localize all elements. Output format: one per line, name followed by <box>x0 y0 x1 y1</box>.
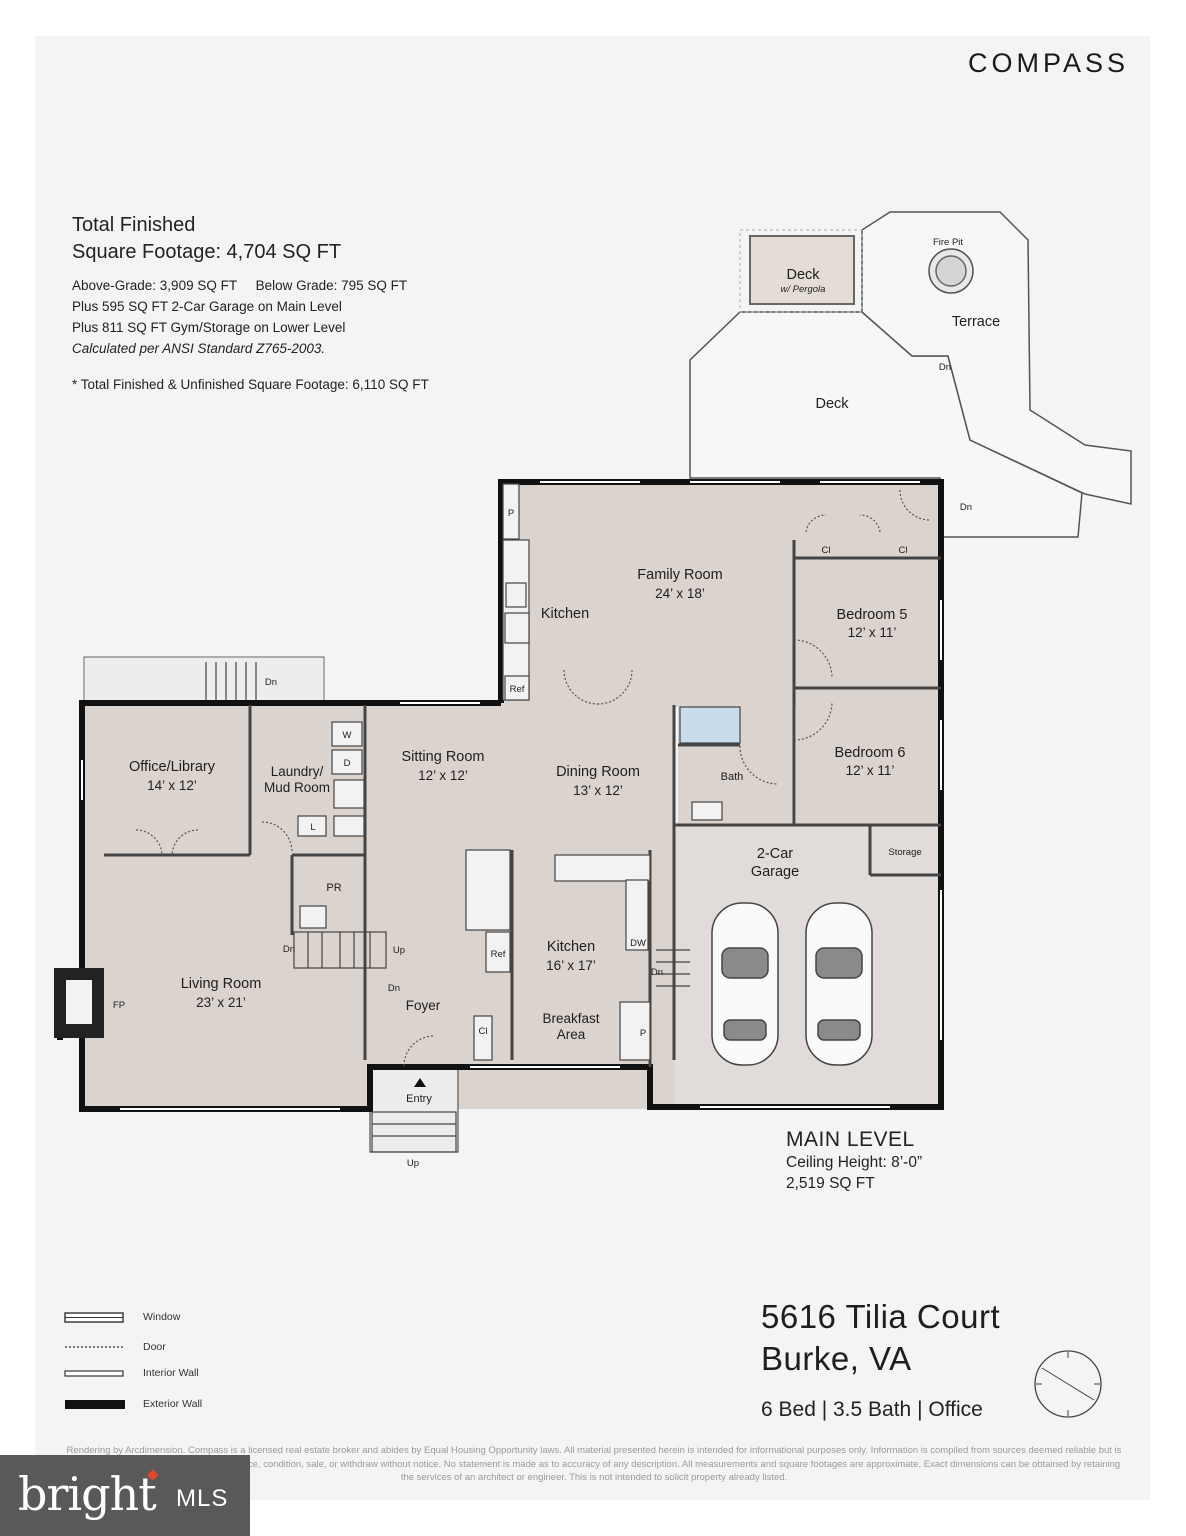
window-swatch-icon <box>64 1312 124 1323</box>
bath-label: Bath <box>721 771 744 783</box>
ref-label-upper: Ref <box>510 684 525 695</box>
level-sqft: 2,519 SQ FT <box>786 1175 875 1192</box>
pantry-label-upper: P <box>508 508 514 519</box>
sitting-room-label: Sitting Room <box>401 749 484 765</box>
legend-door-label: Door <box>143 1341 166 1353</box>
total-sqft-line1: Total Finished <box>72 214 196 236</box>
legend-interior-wall-label: Interior Wall <box>143 1367 199 1379</box>
ceiling-height: Ceiling Height: 8’-0” <box>786 1154 923 1171</box>
stair-up-label-1: Up <box>393 945 405 956</box>
kitchen-label: Kitchen <box>547 939 595 955</box>
family-room-label: Family Room <box>637 567 722 583</box>
garage-cars <box>711 902 873 1066</box>
pantry-label: P <box>640 1028 646 1039</box>
disclaimer: Rendering by Arcdimension. Compass is a … <box>66 1445 1122 1483</box>
compass-logo: COMPASS <box>968 48 1130 78</box>
doors <box>135 489 931 1067</box>
level-title: MAIN LEVEL <box>786 1128 915 1151</box>
family-room-dim: 24’ x 18’ <box>655 586 705 601</box>
dining-room-label: Dining Room <box>556 764 640 780</box>
dishwasher-label: DW <box>630 938 646 949</box>
office-dim: 14’ x 12’ <box>147 778 197 793</box>
storage-label: Storage <box>888 847 921 858</box>
bedroom6-dim: 12’ x 11’ <box>846 763 895 778</box>
door-swatch-icon <box>65 1346 123 1348</box>
garage-label-2: Garage <box>751 864 799 880</box>
property-address: 5616 Tilia Court Burke, VA <box>761 1296 1000 1380</box>
stair-dn-label-2: Dn <box>939 362 951 373</box>
kitchen-upper-label: Kitchen <box>541 606 589 622</box>
breakfast-label-1: Breakfast <box>542 1011 599 1026</box>
living-room-dim: 23’ x 21’ <box>196 995 246 1010</box>
stair-dn-label-6: Dn <box>651 967 663 978</box>
sqft-breakdown: Above-Grade: 3,909 SQ FT Below Grade: 79… <box>72 275 407 359</box>
stair-dn-label-4: Dn <box>283 944 295 955</box>
bedroom5-dim: 12’ x 11’ <box>848 625 897 640</box>
garage-sqft: Plus 595 SQ FT 2-Car Garage on Main Leve… <box>72 299 342 314</box>
dining-room-dim: 13’ x 12’ <box>573 783 623 798</box>
legend-exterior-wall-label: Exterior Wall <box>143 1398 203 1410</box>
fireplace-label: FP <box>113 1000 125 1011</box>
interior-wall-swatch-icon <box>64 1370 124 1377</box>
powder-room-label: PR <box>326 882 341 894</box>
ansi-note: Calculated per ANSI Standard Z765-2003. <box>72 341 326 356</box>
bright-wordmark: bright <box>18 1467 157 1521</box>
house-fill <box>82 482 941 1153</box>
legend-window-label: Window <box>143 1311 181 1323</box>
total-sqft-heading: Total Finished Square Footage: 4,704 SQ … <box>72 212 341 266</box>
north-compass-icon <box>1034 1350 1102 1418</box>
windows <box>81 481 942 1110</box>
deck-pergola-label: Deck <box>786 267 820 283</box>
deck-label: Deck <box>815 396 849 412</box>
exterior-wall-swatch-icon <box>65 1400 125 1409</box>
street-address: 5616 Tilia Court <box>761 1298 1001 1335</box>
garage-label-1: 2-Car <box>757 846 793 862</box>
closet-label-1: Cl <box>822 545 831 556</box>
deck-area <box>689 211 1132 538</box>
stair-dn-label-3: Dn <box>960 502 972 513</box>
grade-sqft: Above-Grade: 3,909 SQ FT Below Grade: 79… <box>72 278 408 293</box>
total-sqft-note: * Total Finished & Unfinished Square Foo… <box>72 377 429 392</box>
bright-mls-watermark: bright MLS <box>0 1455 250 1536</box>
ref-label: Ref <box>491 949 506 960</box>
total-sqft-line2: Square Footage: 4,704 SQ FT <box>72 241 342 263</box>
city-state: Burke, VA <box>761 1340 912 1377</box>
washer-label: W <box>343 730 352 741</box>
mls-wordmark: MLS <box>176 1485 229 1512</box>
fire-pit-label: Fire Pit <box>933 237 963 248</box>
fixtures <box>297 483 741 1061</box>
terrace-label: Terrace <box>952 314 1000 330</box>
level-info: MAIN LEVEL Ceiling Height: 8’-0” 2,519 S… <box>786 1128 922 1194</box>
deck-pergola-sublabel: w/ Pergola <box>781 284 826 295</box>
stair-up-label-2: Up <box>407 1158 419 1169</box>
bedroom5-label: Bedroom 5 <box>837 607 908 623</box>
mudroom-label: Mud Room <box>264 780 330 795</box>
gym-sqft: Plus 811 SQ FT Gym/Storage on Lower Leve… <box>72 320 346 335</box>
dryer-label: D <box>344 758 351 769</box>
locker-label: L <box>310 822 315 833</box>
closet-label-2: Cl <box>899 545 908 556</box>
stair-dn-label-1: Dn <box>265 677 277 688</box>
property-specs: 6 Bed | 3.5 Bath | Office <box>761 1398 983 1421</box>
bedroom6-label: Bedroom 6 <box>835 745 906 761</box>
closet-label-foyer: Cl <box>479 1026 488 1037</box>
kitchen-dim: 16’ x 17’ <box>546 958 596 973</box>
breakfast-label-2: Area <box>557 1027 586 1042</box>
stairs <box>205 662 690 1153</box>
entry-arrow-icon <box>414 1078 426 1087</box>
stair-dn-label-5: Dn <box>388 983 400 994</box>
foyer-label: Foyer <box>406 998 441 1013</box>
office-label: Office/Library <box>129 759 216 775</box>
laundry-label: Laundry/ <box>271 764 324 779</box>
sitting-room-dim: 12’ x 12’ <box>418 768 468 783</box>
living-room-label: Living Room <box>181 976 262 992</box>
entry-label: Entry <box>406 1093 432 1105</box>
